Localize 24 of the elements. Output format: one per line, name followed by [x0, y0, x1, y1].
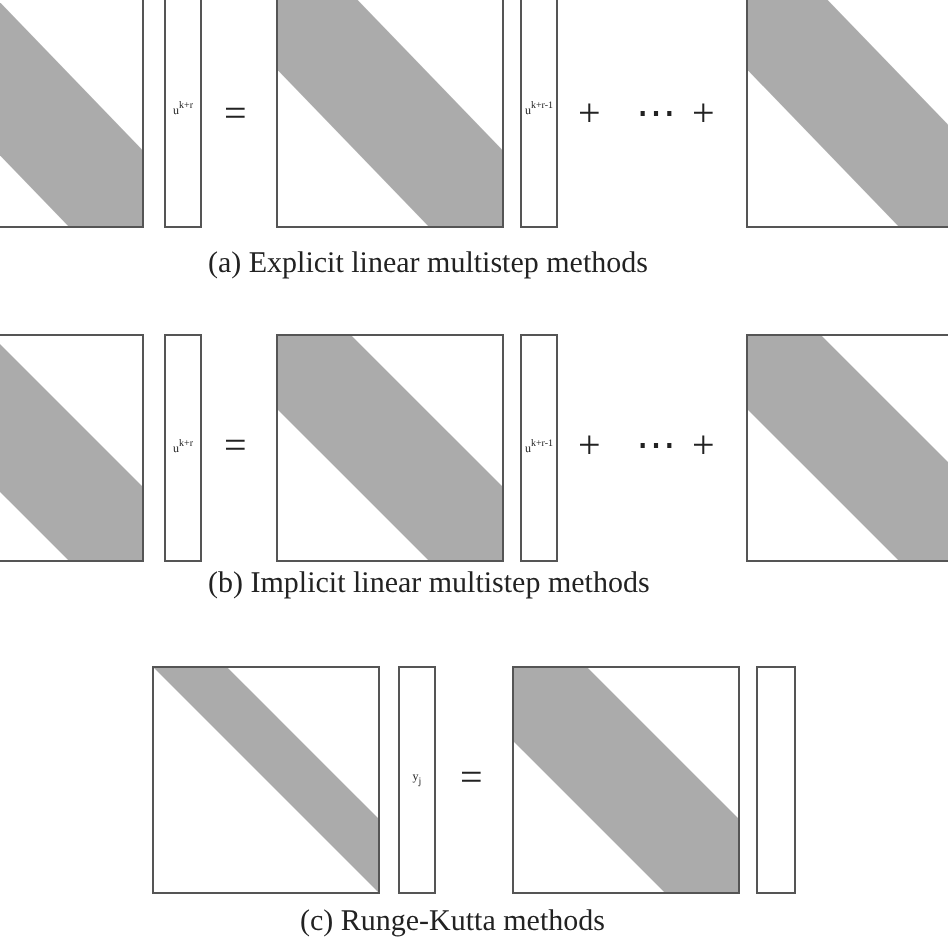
math-symbol: ⋯	[636, 94, 676, 134]
subfigure-caption: (b) Implicit linear multistep methods	[208, 570, 650, 600]
math-symbol: +	[578, 426, 601, 466]
math-symbol: =	[224, 426, 247, 466]
math-symbol: ⋯	[636, 426, 676, 466]
banded-matrix	[512, 666, 740, 894]
math-symbol: =	[224, 94, 247, 134]
banded-matrix	[746, 334, 948, 562]
banded-matrix	[276, 334, 504, 562]
vector-box	[756, 666, 796, 894]
math-symbol: +	[578, 94, 601, 134]
vector-box	[398, 666, 436, 894]
banded-matrix	[746, 0, 948, 228]
math-symbol: +	[692, 426, 715, 466]
vector-box	[520, 334, 558, 562]
subfigure-caption: (c) Runge-Kutta methods	[300, 908, 605, 938]
banded-matrix	[276, 0, 504, 228]
banded-matrix	[152, 666, 380, 894]
vector-box	[164, 0, 202, 228]
subfigure-caption: (a) Explicit linear multistep methods	[208, 250, 648, 280]
math-symbol: =	[460, 758, 483, 798]
vector-box	[520, 0, 558, 228]
vector-box	[164, 334, 202, 562]
math-symbol: +	[692, 94, 715, 134]
